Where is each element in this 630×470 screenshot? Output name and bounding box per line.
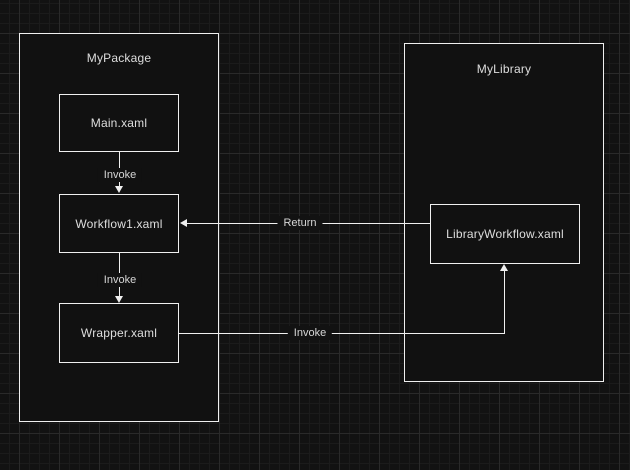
node-workflow1-xaml-label: Workflow1.xaml bbox=[75, 216, 163, 231]
edge-return-label: Return bbox=[277, 216, 323, 230]
node-libraryworkflow-xaml[interactable]: LibraryWorkflow.xaml bbox=[430, 204, 580, 264]
node-libraryworkflow-xaml-label: LibraryWorkflow.xaml bbox=[446, 227, 564, 241]
package-mypackage-title: MyPackage bbox=[86, 51, 152, 65]
arrow-down-icon bbox=[115, 296, 123, 303]
node-wrapper-xaml[interactable]: Wrapper.xaml bbox=[59, 303, 179, 363]
arrow-up-icon bbox=[500, 264, 508, 271]
edge-wrapper-to-libraryworkflow-vline bbox=[504, 271, 505, 334]
arrow-down-icon bbox=[115, 186, 123, 193]
edge-wrapper-to-libraryworkflow-label: Invoke bbox=[287, 326, 333, 340]
edge-main-to-workflow1-label: Invoke bbox=[97, 168, 143, 182]
edge-workflow1-to-wrapper-label: Invoke bbox=[97, 273, 143, 287]
package-mylibrary-title: MyLibrary bbox=[476, 62, 532, 76]
node-wrapper-xaml-label: Wrapper.xaml bbox=[80, 326, 158, 340]
node-workflow1-xaml[interactable]: Workflow1.xaml bbox=[59, 194, 179, 253]
arrow-left-icon bbox=[180, 219, 187, 227]
node-main-xaml-label: Main.xaml bbox=[90, 116, 148, 130]
node-main-xaml[interactable]: Main.xaml bbox=[59, 94, 179, 152]
edge-wrapper-to-libraryworkflow-hline bbox=[179, 333, 505, 334]
